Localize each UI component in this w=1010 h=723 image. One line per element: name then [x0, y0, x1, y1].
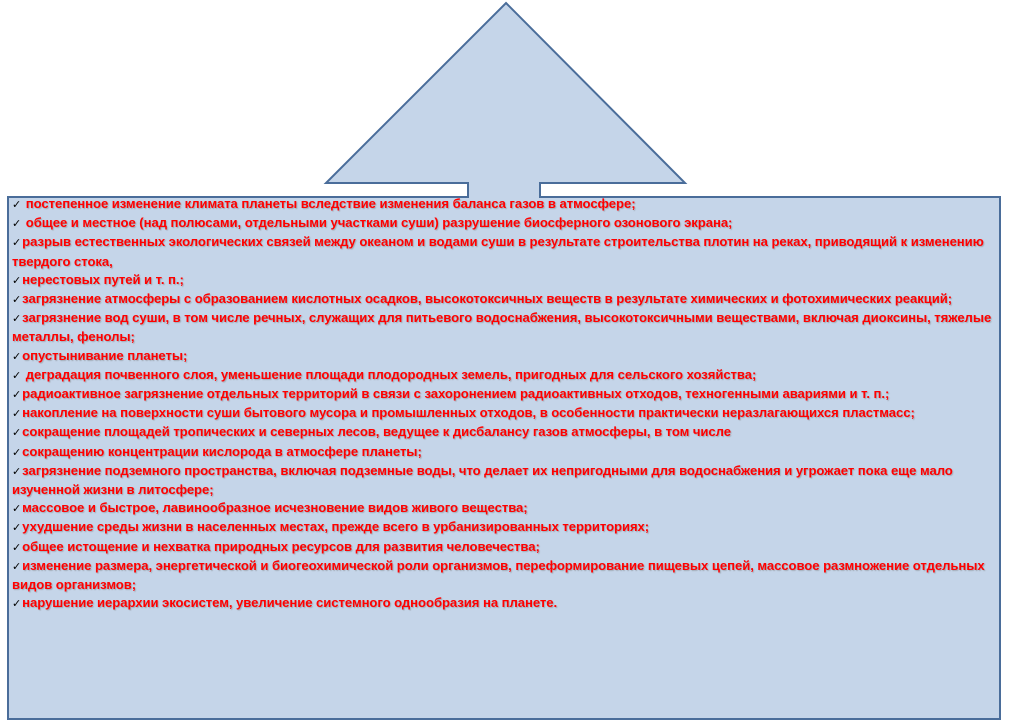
checkmark-icon: ✓: [12, 388, 22, 402]
list-item: ✓нарушение иерархии экосистем, увеличени…: [12, 594, 998, 613]
list-item-text: разрыв естественных экологических связей…: [12, 234, 984, 269]
list-item: ✓ постепенное изменение климата планеты …: [12, 195, 998, 214]
checkmark-icon: ✓: [12, 368, 22, 382]
list-item-text: радиоактивное загрязнение отдельных терр…: [22, 386, 890, 402]
list-item: ✓сокращению концентрации кислорода в атм…: [12, 443, 998, 462]
list-item: ✓накопление на поверхности суши бытового…: [12, 404, 998, 423]
list-item-text: изменение размера, энергетической и биог…: [12, 557, 985, 593]
list-item: ✓загрязнение вод суши, в том числе речны…: [12, 309, 998, 346]
list-item: ✓загрязнение атмосферы с образованием ки…: [12, 290, 998, 309]
list-item: ✓нерестовых путей и т. п.;: [12, 271, 998, 290]
checkmark-icon: ✓: [12, 293, 22, 307]
list-item-text: сокращение площадей тропических и северн…: [22, 424, 731, 440]
list-item: ✓сокращение площадей тропических и север…: [12, 423, 998, 442]
list-item-text: загрязнение вод суши, в том числе речных…: [12, 310, 992, 345]
checkmark-icon: ✓: [12, 540, 22, 554]
list-item-text: нарушение иерархии экосистем, увеличение…: [22, 595, 558, 611]
list-item: ✓радиоактивное загрязнение отдельных тер…: [12, 385, 998, 404]
list-item: ✓ деградация почвенного слоя, уменьшение…: [12, 366, 998, 385]
checkmark-icon: ✓: [12, 198, 22, 211]
checkmark-icon: ✓: [12, 559, 22, 573]
list-item-text: накопление на поверхности суши бытового …: [22, 405, 915, 421]
checkmark-icon: ✓: [12, 502, 22, 516]
checkmark-icon: ✓: [12, 273, 22, 287]
list-item-text: массовое и быстрое, лавинообразное исчез…: [22, 500, 528, 516]
checkmark-icon: ✓: [12, 407, 22, 421]
list-item: ✓массовое и быстрое, лавинообразное исче…: [12, 499, 998, 518]
list-item-text: сокращению концентрации кислорода в атмо…: [22, 443, 422, 459]
checkmark-icon: ✓: [12, 426, 22, 440]
checkmark-icon: ✓: [12, 464, 22, 478]
list-item-text: ухудшение среды жизни в населенных места…: [22, 519, 650, 535]
checkmark-icon: ✓: [12, 521, 22, 535]
list-item-text: деградация почвенного слоя, уменьшение п…: [22, 366, 757, 382]
checkmark-icon: ✓: [12, 217, 22, 231]
list-item: ✓загрязнение подземного пространства, вк…: [12, 462, 998, 499]
list-item-text: загрязнение подземного пространства, вкл…: [12, 462, 953, 498]
checkmark-icon: ✓: [12, 312, 22, 326]
list-item-text: нерестовых путей и т. п.;: [22, 271, 184, 287]
list-item-text: общее и местное (над полюсами, отдельным…: [22, 215, 733, 231]
list-item: ✓общее истощение и нехватка природных ре…: [12, 538, 998, 557]
list-item-text: опустынивание планеты;: [22, 347, 188, 363]
list-item: ✓разрыв естественных экологических связе…: [12, 233, 998, 270]
list-item: ✓опустынивание планеты;: [12, 347, 998, 366]
checkmark-icon: ✓: [12, 445, 22, 459]
list-item-text: загрязнение атмосферы с образованием кис…: [22, 291, 953, 307]
list-item-text: постепенное изменение климата планеты вс…: [22, 196, 636, 211]
list-item-text: общее истощение и нехватка природных рес…: [22, 538, 540, 554]
list-item: ✓изменение размера, энергетической и био…: [12, 557, 998, 594]
checkmark-icon: ✓: [12, 349, 22, 363]
checkmark-icon: ✓: [12, 597, 22, 611]
list-item: ✓ухудшение среды жизни в населенных мест…: [12, 518, 998, 537]
checkmark-icon: ✓: [12, 236, 22, 250]
list-item: ✓ общее и местное (над полюсами, отдельн…: [12, 214, 998, 233]
up-arrow-outline: [7, 1, 1001, 720]
consequences-list: ✓ постепенное изменение климата планеты …: [8, 195, 1000, 719]
